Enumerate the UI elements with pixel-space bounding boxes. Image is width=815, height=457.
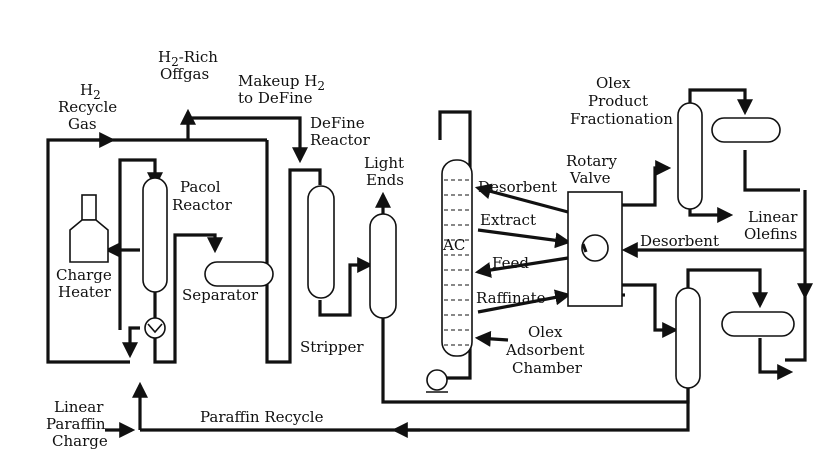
exchanger-feed-line (122, 326, 140, 359)
label-paraffin-recycle: Paraffin Recycle (200, 408, 324, 426)
label-olefins: Olefins (744, 225, 797, 243)
label-makeup-h2: Makeup H2 (238, 72, 325, 93)
chamber-beds (444, 179, 470, 346)
label-olex-adsorbent: Olex (528, 323, 563, 341)
raffinate-reflux-line (758, 338, 794, 380)
exchanger-symbol (147, 323, 163, 334)
chamber-circulation-line (438, 110, 472, 380)
label-fractionation: Fractionation (570, 110, 673, 128)
label-gas: Gas (68, 115, 97, 133)
paraffin-recycle-line (140, 385, 690, 432)
label-desorbent-in: Desorbent (478, 178, 557, 196)
define-reactor (307, 185, 335, 299)
label-ends: Ends (366, 171, 404, 189)
label-charge: Charge (56, 266, 112, 284)
olex-adsorbent-chamber (441, 159, 473, 357)
label-separator: Separator (182, 286, 259, 304)
label-extract: Extract (480, 211, 536, 229)
label-pacol: Pacol (180, 178, 221, 196)
label-desorbent-return: Desorbent (640, 232, 719, 250)
define-to-stripper-line (318, 257, 374, 317)
label-linear-paraffin: Linear (54, 398, 104, 416)
label-light: Light (364, 154, 404, 172)
separator-to-define-line (265, 140, 322, 364)
label-feed: Feed (492, 254, 529, 272)
labels: H2 Recycle Gas H2-Rich Offgas Makeup H2 … (46, 48, 798, 450)
h2-recycle-line (46, 138, 267, 364)
circulation-pump (426, 369, 448, 391)
separator-drum (204, 261, 274, 287)
rotary-valve-dial (581, 234, 609, 262)
charge-heater (69, 219, 109, 263)
label-paraffin-charge: Charge (52, 432, 108, 450)
label-offgas: Offgas (160, 65, 209, 83)
process-lines (46, 88, 813, 438)
product-overhead-line (688, 88, 753, 116)
equipment (69, 102, 795, 393)
product-reflux-drum (711, 117, 781, 143)
exchanger-to-separator-line (153, 233, 223, 364)
label-olex-product: Olex (596, 74, 631, 92)
label-product: Product (588, 92, 648, 110)
label-h2-rich: H2-Rich (158, 48, 218, 69)
raffinate-reflux-drum (721, 311, 795, 337)
label-pacol-reactor: Reactor (172, 196, 233, 214)
label-stripper: Stripper (300, 338, 364, 356)
right-return-line (785, 190, 807, 362)
label-chamber: Chamber (512, 359, 583, 377)
label-to-define: to DeFine (238, 89, 313, 107)
desorbent-to-chamber (474, 183, 569, 214)
label-h2-recycle: H2 (80, 81, 101, 102)
feed-effluent-exchanger (144, 317, 166, 339)
heater-stack (81, 194, 97, 221)
raffinate-overhead-line (686, 268, 768, 309)
label-define-reactor: Reactor (310, 131, 371, 149)
label-raffinate: Raffinate (476, 289, 546, 307)
label-linear: Linear (748, 208, 798, 226)
label-define: DeFine (310, 114, 365, 132)
label-valve: Valve (569, 169, 611, 187)
stripper-column (369, 213, 397, 319)
makeup-h2-line (188, 116, 308, 164)
label-recycle: Recycle (58, 98, 117, 116)
product-fractionation-column (677, 102, 703, 210)
label-ac: AC (442, 236, 465, 254)
rotary-valve-arrow (581, 243, 588, 253)
adsorbent-pointer (474, 330, 509, 347)
label-adsorbent: Adsorbent (505, 341, 585, 359)
extract-to-valve (477, 228, 572, 249)
label-rotary: Rotary (566, 152, 617, 170)
label-paraffin: Paraffin (46, 415, 106, 433)
valve-to-product-frac (620, 160, 672, 207)
pacol-reactor (142, 177, 168, 293)
product-reflux-line (743, 150, 800, 192)
label-heater: Heater (58, 283, 112, 301)
raffinate-column (675, 287, 701, 389)
feed-to-chamber (474, 256, 569, 278)
valve-to-raffinate-frac (622, 283, 679, 338)
raffinate-to-valve (477, 289, 572, 314)
rotary-valve (567, 191, 623, 307)
